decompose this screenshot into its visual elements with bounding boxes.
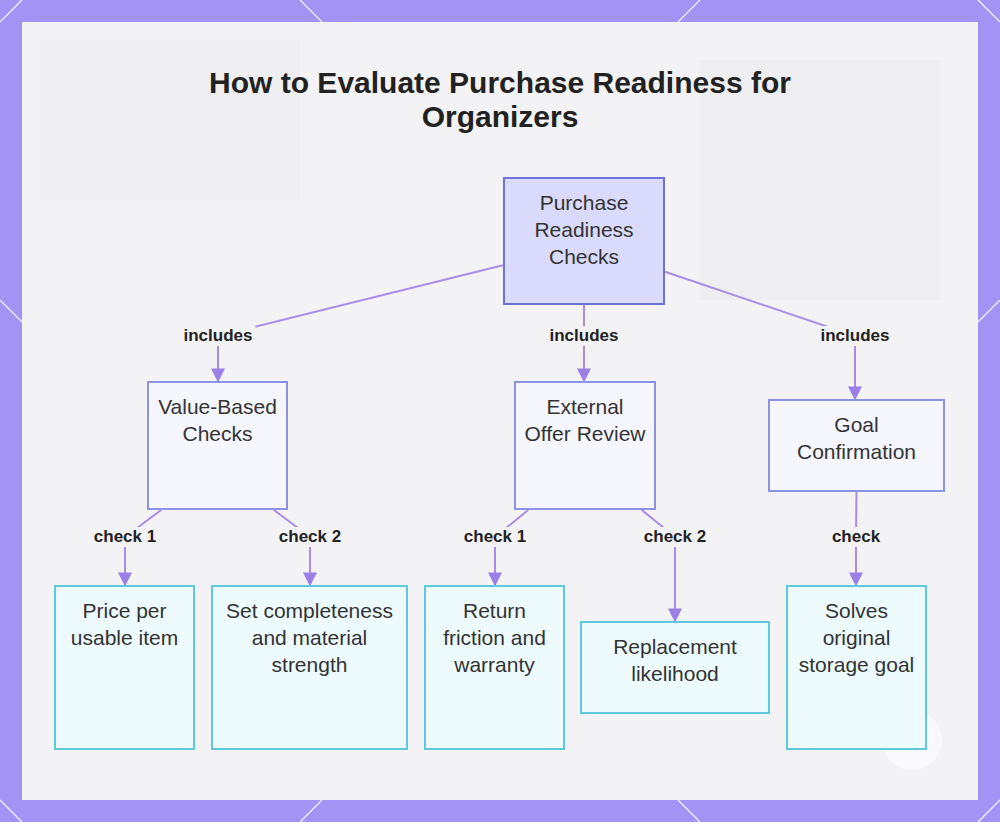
node-text: Set completeness and material strength: [221, 597, 398, 678]
category-box: Goal Confirmation: [768, 399, 945, 492]
edge-label: check 2: [276, 527, 344, 547]
node-text: Replacement likelihood: [590, 633, 760, 687]
check-box: Solves original storage goal: [786, 585, 927, 750]
connector: [495, 510, 528, 585]
edge-label: check 2: [641, 527, 709, 547]
category-box: Value-Based Checks: [147, 381, 288, 510]
check-box: Set completeness and material strength: [211, 585, 408, 750]
node-text: Solves original storage goal: [796, 597, 917, 678]
edge-label: check 1: [91, 527, 159, 547]
connector: [218, 265, 503, 381]
node-text: Goal Confirmation: [778, 411, 935, 465]
node-text: External Offer Review: [524, 393, 646, 447]
edge-label: includes: [818, 326, 893, 346]
connector: [125, 510, 161, 585]
check-box: Price per usable item: [54, 585, 195, 750]
edge-label: includes: [547, 326, 622, 346]
node-text: Return friction and warranty: [434, 597, 555, 678]
node-text: Purchase Readiness Checks: [513, 189, 655, 270]
edge-label: check 1: [461, 527, 529, 547]
category-box: External Offer Review: [514, 381, 656, 510]
edge-label: includes: [181, 326, 256, 346]
check-box: Return friction and warranty: [424, 585, 565, 750]
connector: [274, 510, 310, 585]
node-text: Value-Based Checks: [157, 393, 278, 447]
edge-label: check: [829, 527, 883, 547]
check-box: Replacement likelihood: [580, 621, 770, 714]
node-text: Price per usable item: [64, 597, 185, 651]
blurred-photo-patch: [40, 40, 300, 200]
root-box: Purchase Readiness Checks: [503, 177, 665, 305]
diagram-title: How to Evaluate Purchase Readiness for O…: [200, 66, 800, 134]
inner-panel: [22, 22, 978, 800]
